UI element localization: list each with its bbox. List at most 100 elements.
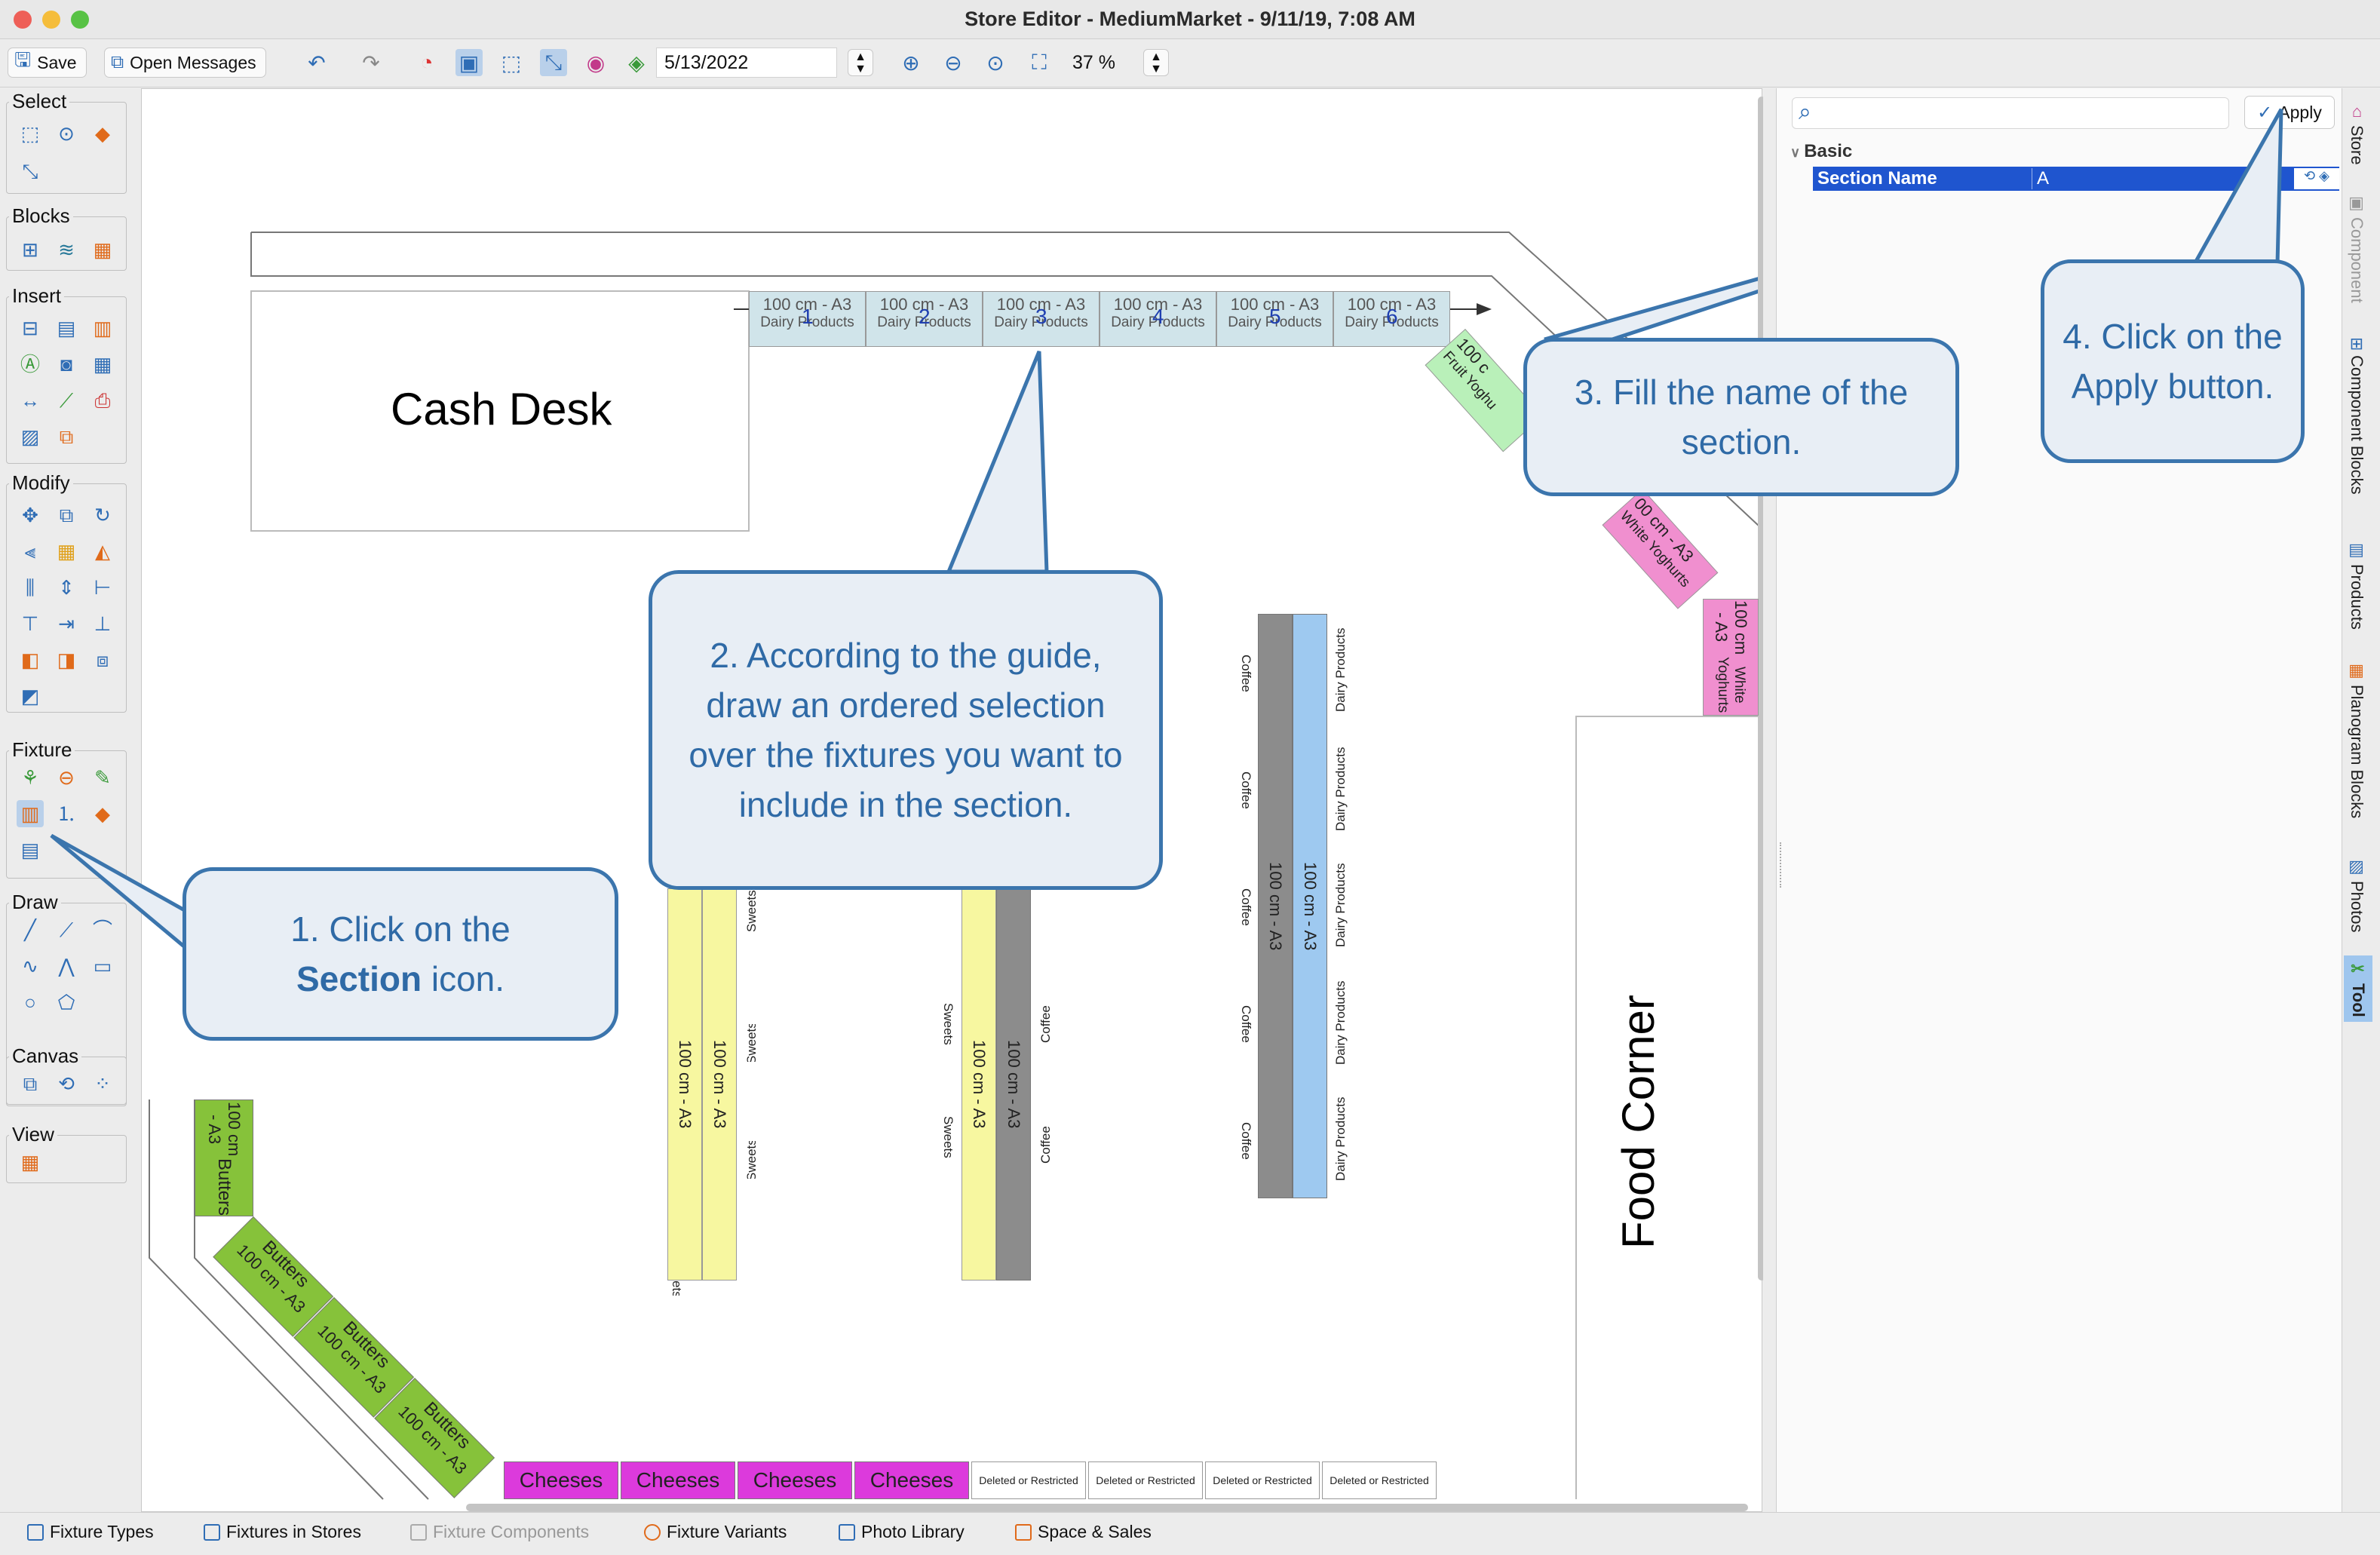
side-tab-products[interactable]: ▤Products <box>2347 541 2366 630</box>
block-stack-icon[interactable]: ≋ <box>58 238 75 261</box>
canvas-rotate-icon[interactable]: ⟲ <box>58 1072 75 1095</box>
numbering-icon[interactable]: ⒈ <box>56 802 76 825</box>
align-right-icon[interactable]: ⇥ <box>58 612 75 635</box>
align-center-icon[interactable]: ⊢ <box>94 576 112 599</box>
tab-fixture-variants[interactable]: Fixture Variants <box>644 1522 787 1542</box>
draw-arc-icon[interactable]: ⌒ <box>92 919 112 941</box>
insert-pallet-icon[interactable]: ▥ <box>93 317 112 339</box>
distribute-h-icon[interactable]: ⫼ <box>26 576 35 599</box>
side-tab-component[interactable]: ▣Component <box>2347 194 2366 303</box>
insert-calculator-icon[interactable]: ▦ <box>93 353 112 376</box>
block-icon[interactable]: ⊞ <box>22 238 38 261</box>
draw-line-icon[interactable]: ╱ <box>24 919 36 941</box>
align-left-icon[interactable]: ⫷ <box>24 540 36 563</box>
mirror-icon[interactable]: ◭ <box>95 540 110 563</box>
align-bottom-icon[interactable]: ⊥ <box>94 612 112 635</box>
rect-select-icon[interactable]: ⬚ <box>20 122 40 145</box>
insert-dimension-icon[interactable]: ↔ <box>20 389 40 412</box>
section-icon[interactable]: ▥ <box>17 800 44 827</box>
side-tab-photos[interactable]: ▨Photos <box>2347 857 2366 933</box>
fixture-white-yoghurts[interactable]: 100 cm - A3 White Yoghurts <box>1703 599 1759 716</box>
side-tab-component-blocks[interactable]: ⊞Component Blocks <box>2347 337 2366 495</box>
fixture-deleted[interactable]: Deleted or Restricted <box>971 1461 1086 1499</box>
group-basic[interactable]: ∨ Basic <box>1790 141 1852 162</box>
side-tab-planogram-blocks[interactable]: ▦Planogram Blocks <box>2347 661 2366 818</box>
canvas-grid-icon[interactable]: ⁘ <box>94 1072 111 1095</box>
fixture-cheeses[interactable]: Cheeses <box>504 1461 618 1499</box>
fixture-auto-icon[interactable]: ✎ <box>94 766 111 789</box>
tab-space-sales[interactable]: Space & Sales <box>1015 1522 1152 1542</box>
insert-fixture-icon[interactable]: ⊟ <box>22 317 38 339</box>
undo-icon[interactable]: ↶ <box>308 51 326 75</box>
fixture-coffee-col[interactable]: 100 cm - A3 <box>996 888 1031 1280</box>
side-tab-tool[interactable]: ✂Tool <box>2344 955 2372 1022</box>
clock-icon[interactable]: ◔ <box>420 51 434 74</box>
draw-curve-icon[interactable]: ∿ <box>22 955 38 977</box>
rotate-icon[interactable]: ↻ <box>94 504 111 526</box>
insert-text-icon[interactable]: Ⓐ <box>20 353 40 376</box>
fixture-add-icon[interactable]: ◆ <box>95 802 110 825</box>
zoom-in-icon[interactable]: ⊕ <box>902 51 920 75</box>
section-name-input[interactable]: A <box>2032 168 2294 189</box>
fixture-cheeses[interactable]: Cheeses <box>621 1461 735 1499</box>
send-back-icon[interactable]: ◨ <box>57 649 76 671</box>
insert-image-icon[interactable]: ▨ <box>20 425 40 448</box>
camera-icon[interactable]: ◉ <box>586 51 606 75</box>
properties-search-input[interactable]: ⌕ <box>1792 97 2229 129</box>
fixture-sweets-col-a[interactable]: 100 cm - A3 <box>667 888 702 1280</box>
insert-line-icon[interactable]: ⟋ <box>59 389 74 412</box>
tab-fixtures-in-stores[interactable]: Fixtures in Stores <box>204 1522 361 1542</box>
redo-icon[interactable]: ↷ <box>362 51 380 75</box>
fixture-sweets-col-b[interactable]: 100 cm - A3 <box>702 888 737 1280</box>
save-button[interactable]: 🖫 Save <box>8 48 87 78</box>
tab-fixture-types[interactable]: Fixture Types <box>27 1522 154 1542</box>
bring-front-icon[interactable]: ◧ <box>20 649 40 671</box>
panel-splitter[interactable] <box>1780 842 1784 888</box>
draw-polygon-icon[interactable]: ⬠ <box>57 991 75 1014</box>
grid-snap-icon[interactable]: ▣ <box>455 49 483 76</box>
fixture-deleted[interactable]: Deleted or Restricted <box>1322 1461 1437 1499</box>
zoom-fit-icon[interactable]: ⛶ <box>1032 50 1047 74</box>
arrange-icon[interactable]: ▦ <box>57 540 76 563</box>
insert-pdf-icon[interactable]: ⎙ <box>94 389 111 412</box>
view-mode-icon[interactable]: ▦ <box>20 1151 40 1173</box>
fixture-dairy-col[interactable]: 100 cm - A3 <box>1293 614 1327 1198</box>
fixture-deleted[interactable]: Deleted or Restricted <box>1088 1461 1203 1499</box>
layers-icon[interactable]: ◈ <box>628 51 645 75</box>
apply-button[interactable]: ✓ Apply <box>2244 96 2335 129</box>
fixture-tree-icon[interactable]: ⚘ <box>21 766 39 789</box>
group-icon[interactable]: ⧉ <box>59 504 74 526</box>
draw-polyline-icon[interactable]: ⟋ <box>59 919 74 941</box>
side-tab-store[interactable]: ⌂Store <box>2347 102 2366 165</box>
fixture-list-icon[interactable]: ▤ <box>20 839 40 861</box>
fixture-link-icon[interactable]: ⊖ <box>58 766 75 789</box>
fixture-sweets-col-c[interactable]: 100 cm - A3 <box>962 888 996 1280</box>
fixture-coffee-col[interactable]: 100 cm - A3 <box>1258 614 1293 1198</box>
section-name-actions-icon[interactable]: ⟲ ◈ <box>2294 168 2339 189</box>
open-messages-button[interactable]: ⧉ Open Messages <box>104 48 266 78</box>
fixture-cheeses[interactable]: Cheeses <box>738 1461 852 1499</box>
canvas-hscroll[interactable] <box>466 1504 1748 1511</box>
fixture-cheeses[interactable]: Cheeses <box>854 1461 969 1499</box>
tab-photo-library[interactable]: Photo Library <box>839 1522 965 1542</box>
planogram-block-icon[interactable]: ▦ <box>93 238 112 261</box>
select-frame-icon[interactable]: ⬚ <box>501 51 522 75</box>
connect-icon[interactable]: ⤡ <box>540 49 567 76</box>
layer-select-icon[interactable]: ◆ <box>95 122 110 145</box>
insert-shelf-icon[interactable]: ▤ <box>57 317 76 339</box>
date-field[interactable]: 5/13/2022 <box>656 48 837 78</box>
target-select-icon[interactable]: ⊙ <box>58 122 75 145</box>
move-icon[interactable]: ✥ <box>22 504 38 526</box>
close-window-button[interactable] <box>14 11 32 29</box>
canvas-vscroll[interactable] <box>1758 97 1763 1280</box>
draw-zigzag-icon[interactable]: ⋀ <box>58 955 75 977</box>
align-top-icon[interactable]: ⊤ <box>21 612 39 635</box>
layer-order-icon[interactable]: ◩ <box>20 685 40 707</box>
